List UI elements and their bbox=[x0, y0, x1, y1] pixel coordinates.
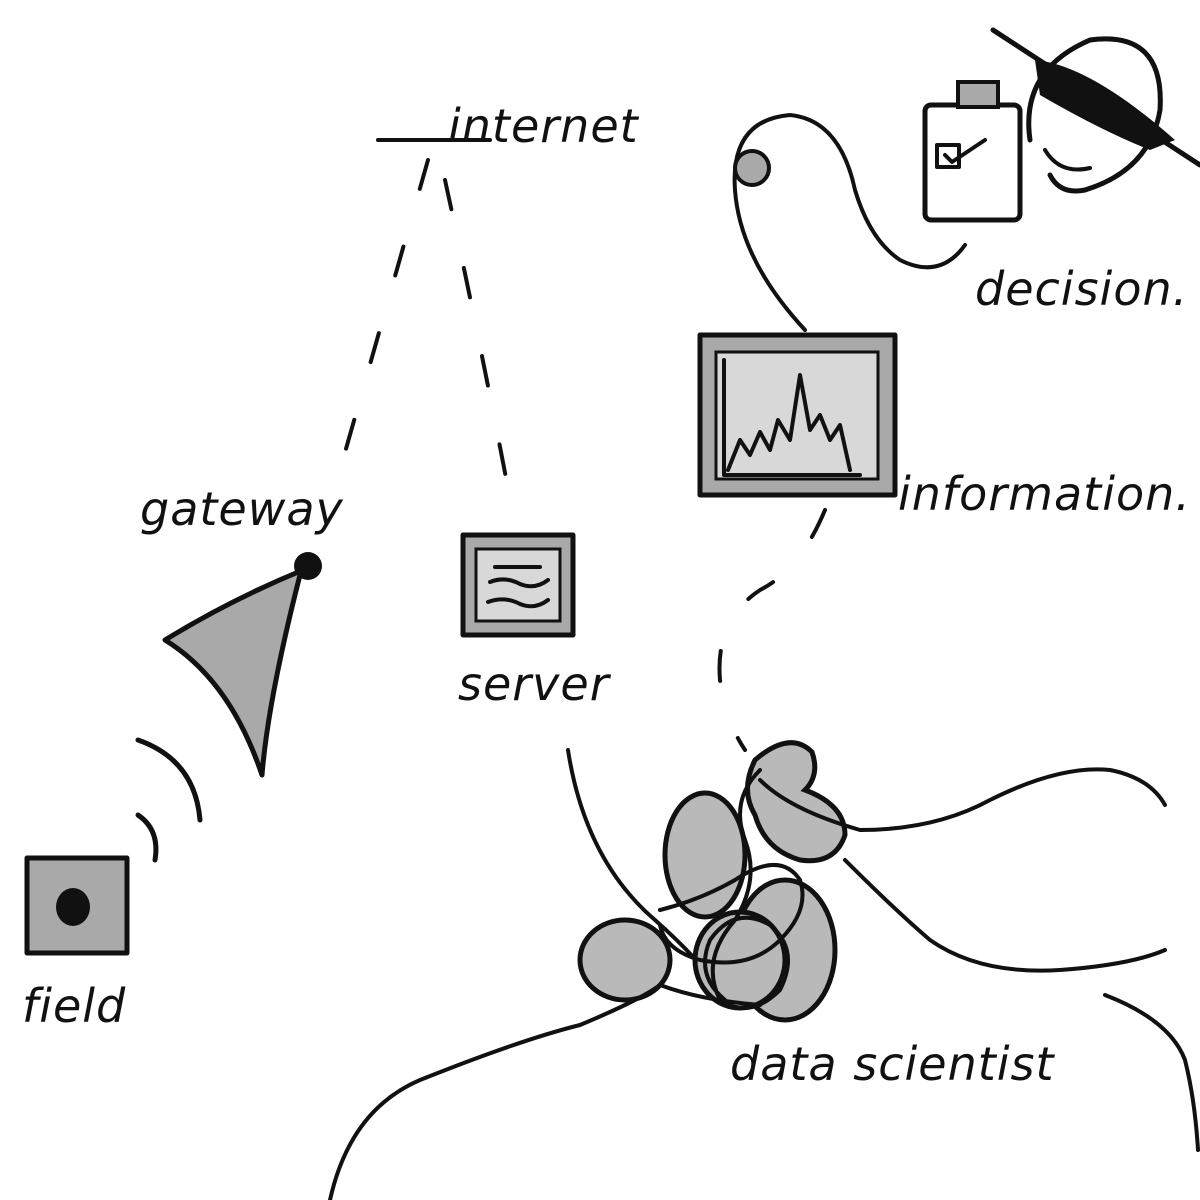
server-node: server bbox=[458, 535, 612, 711]
internet-node: internet bbox=[378, 99, 640, 153]
information-scientist-link bbox=[720, 510, 826, 750]
scientist-blob-body bbox=[665, 793, 745, 917]
internet-server-link bbox=[445, 180, 515, 525]
phone-icon bbox=[925, 105, 1020, 220]
gateway-dish bbox=[165, 570, 303, 775]
scientist-body-outline bbox=[330, 985, 760, 1200]
data-scientist-label: data scientist bbox=[730, 1037, 1056, 1091]
scientist-blob-head bbox=[748, 743, 846, 861]
information-label: information. bbox=[898, 467, 1191, 521]
gateway-antenna-tip bbox=[294, 552, 322, 580]
wireless-signal-arc-1 bbox=[138, 815, 156, 860]
gateway-label: gateway bbox=[140, 482, 344, 536]
phone-antenna bbox=[958, 82, 998, 107]
server-label: server bbox=[458, 657, 612, 711]
hat-crown bbox=[1035, 60, 1175, 150]
information-decision-cable bbox=[735, 115, 965, 330]
field-node: field bbox=[22, 858, 127, 1033]
scientist-right-shoulder bbox=[1105, 995, 1198, 1150]
gateway-node: gateway bbox=[140, 482, 344, 775]
information-screen bbox=[716, 352, 878, 479]
wireless-signal-arc-2 bbox=[138, 740, 200, 820]
decision-label: decision. bbox=[975, 262, 1188, 316]
decision-maker-icon: decision. bbox=[925, 30, 1200, 316]
field-sensor-dot bbox=[56, 888, 90, 926]
scientist-arm-lower-right bbox=[845, 860, 1165, 971]
person-smile bbox=[1045, 150, 1090, 170]
internet-label: internet bbox=[448, 99, 640, 153]
cable-loop-node bbox=[735, 151, 769, 185]
field-label: field bbox=[22, 979, 126, 1033]
internet-gateway-link bbox=[340, 160, 428, 470]
information-node: information. bbox=[700, 335, 1191, 521]
data-scientist-node: data scientist bbox=[330, 743, 1198, 1200]
